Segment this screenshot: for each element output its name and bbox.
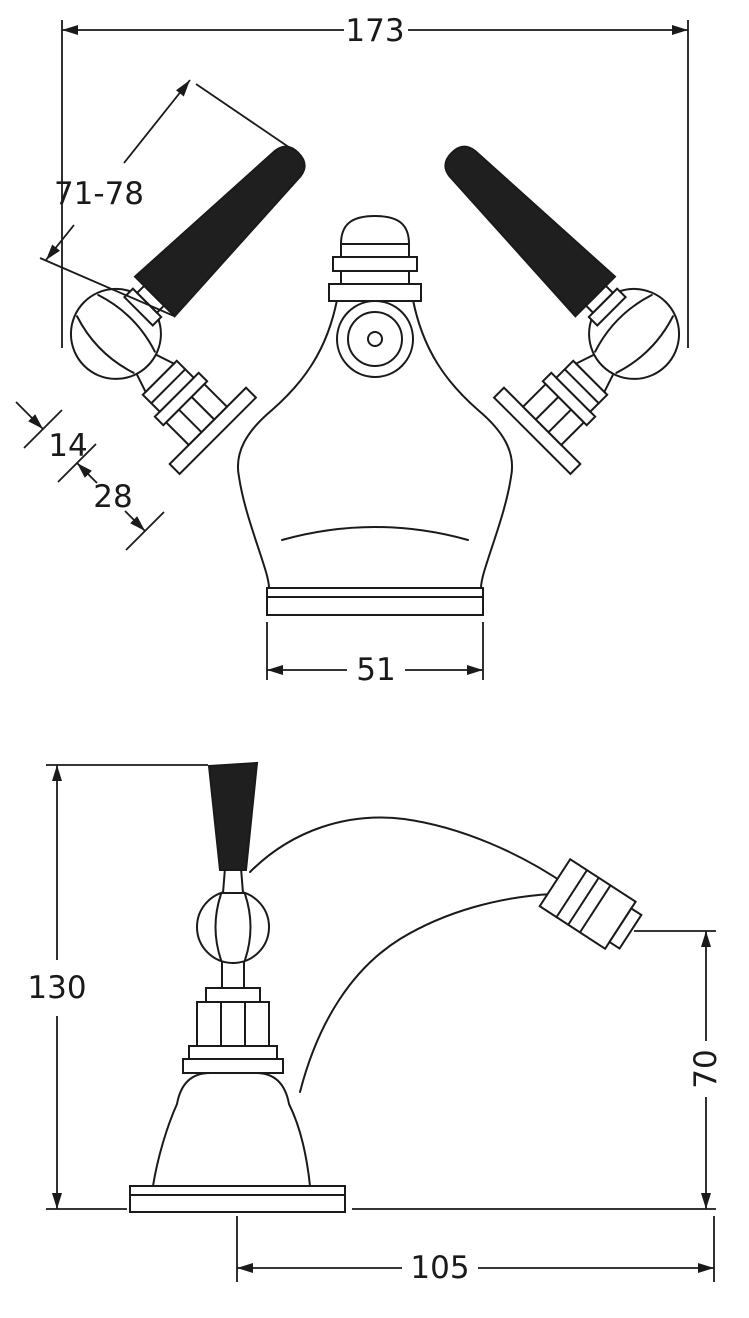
dim-base-width: 51 — [266, 622, 484, 688]
valve-column-side — [176, 761, 290, 1105]
dim-label-outlet-height: 70 — [688, 1049, 724, 1088]
hex-nut-side — [196, 1001, 270, 1047]
dim-label-detail-large: 28 — [93, 479, 132, 515]
arrowhead — [267, 665, 283, 675]
dim-reach: 105 — [236, 1216, 715, 1286]
dim-outlet-height: 70 — [352, 930, 724, 1210]
arrowhead — [130, 516, 145, 531]
dim-total-height: 130 — [27, 764, 208, 1210]
dim-handle-length: 71-78 — [39, 79, 297, 317]
dim-label-total-height: 130 — [27, 970, 86, 1006]
arrowhead — [701, 1193, 711, 1209]
dim-total-width: 173 — [61, 13, 689, 348]
base-plinth-front — [266, 587, 484, 616]
arrowhead — [701, 931, 711, 947]
body-left-outline — [152, 1103, 178, 1187]
handle-lever-side — [207, 761, 259, 871]
arrowhead — [46, 244, 60, 260]
arrowhead — [52, 765, 62, 781]
spout-bottom-curve — [299, 893, 553, 1093]
dim-label-detail-small: 14 — [48, 428, 87, 464]
escutcheon-dome — [176, 1072, 290, 1105]
arrowhead — [467, 665, 483, 675]
body-right-outline — [288, 1103, 311, 1187]
dim-label-reach: 105 — [410, 1250, 469, 1286]
dim-label-base-width: 51 — [356, 652, 395, 688]
handle-hub-side — [196, 890, 270, 964]
arrowhead — [176, 80, 190, 97]
spout-column-front — [328, 214, 422, 378]
front-view — [44, 119, 706, 616]
arrowhead — [672, 25, 688, 35]
spout-outlet — [538, 857, 643, 951]
dim-label-handle-length: 71-78 — [54, 176, 144, 212]
dim-valve-details: 14 28 — [15, 401, 165, 551]
spout-top-curve — [249, 816, 569, 887]
skirt-contour-line — [281, 526, 469, 541]
arrowhead — [52, 1193, 62, 1209]
dim-label-total-width: 173 — [345, 13, 404, 49]
dimension-annotations: 173 71-78 14 28 — [15, 13, 724, 1286]
arrowhead — [698, 1263, 714, 1273]
arrowhead — [237, 1263, 253, 1273]
base-plinth-side — [129, 1185, 346, 1213]
arrowhead — [28, 414, 43, 429]
side-view — [129, 761, 643, 1213]
arrowhead — [62, 25, 78, 35]
